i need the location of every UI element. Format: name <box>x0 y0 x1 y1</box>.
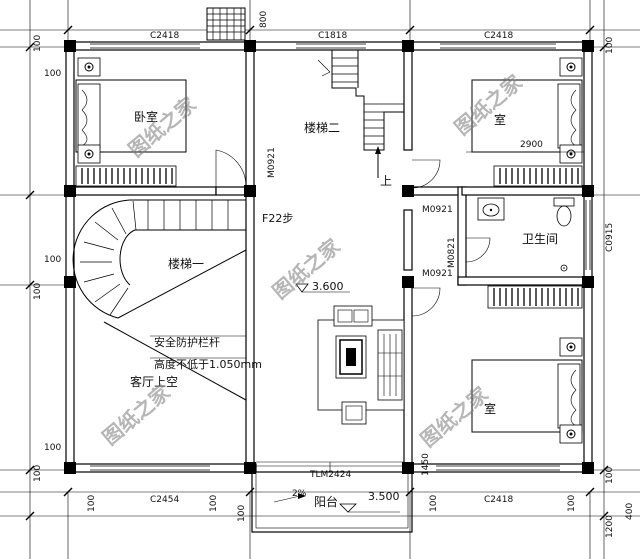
label-bedroom-ne: 室 <box>494 112 506 127</box>
bathroom-fixtures <box>477 197 575 272</box>
dim-bottom-100-a: 100 <box>87 495 97 512</box>
labels: 卧室 楼梯二 楼梯一 卫生间 客厅上空 阳台 室 室 上 安全防护栏杆 高度不低… <box>33 11 635 538</box>
balcony <box>251 461 413 533</box>
label-balcony: 阳台 <box>314 494 338 509</box>
straight-stair <box>317 50 404 178</box>
dim-left-100-low: 100 <box>44 443 61 453</box>
dim-balcony-1450: 1450 <box>421 453 431 476</box>
window-right-side: C0915 <box>605 223 615 252</box>
door-se-upper: M0921 <box>422 269 453 279</box>
bed-se <box>471 285 583 444</box>
window-bottom-left: C2454 <box>150 495 179 505</box>
bed-ne <box>466 57 584 187</box>
door-swings <box>215 149 491 317</box>
window-top-right: C2418 <box>484 31 513 41</box>
slope-marker <box>273 493 400 513</box>
dim-right-2900: 2900 <box>520 140 543 150</box>
note-slope: 2% <box>292 489 307 499</box>
level-floor: 3.600 <box>312 280 344 293</box>
dim-bottom-100-b: 100 <box>209 495 219 512</box>
dim-right-1200: 1200 <box>605 515 615 538</box>
label-stair-one: 楼梯一 <box>168 256 204 271</box>
walls <box>64 40 594 474</box>
dim-bottom-100-e: 100 <box>567 495 577 512</box>
dim-top-800: 800 <box>259 11 269 28</box>
watermark-4: 图纸之家 <box>98 379 175 449</box>
dim-right-100-top: 100 <box>605 37 615 54</box>
window-top-left: C2418 <box>150 31 179 41</box>
level-balcony: 3.500 <box>368 490 400 503</box>
level-marker <box>295 283 350 293</box>
dim-left-100-mid2: 100 <box>33 283 43 300</box>
window-balcony-door: TLM2424 <box>309 470 351 480</box>
dim-left-100-upper: 100 <box>44 69 61 79</box>
dim-right-400: 400 <box>625 503 635 520</box>
label-living-void: 客厅上空 <box>130 374 178 389</box>
label-stair-two: 楼梯二 <box>304 120 340 135</box>
dim-right-100-btm: 100 <box>605 467 615 484</box>
door-ne-lower: M0921 <box>422 205 453 215</box>
dim-bottom-100-c: 100 <box>237 505 247 522</box>
dim-left-100-mid: 100 <box>44 255 61 265</box>
sofa-set <box>317 305 405 425</box>
watermark-3: 图纸之家 <box>268 233 345 303</box>
note-steps: F22步 <box>262 212 293 225</box>
label-bedroom-nw: 卧室 <box>134 109 158 124</box>
dim-bottom-100-d: 100 <box>429 495 439 512</box>
bed-nw <box>75 57 187 187</box>
door-bathroom: M0821 <box>447 237 457 268</box>
window-top-mid: C1818 <box>318 31 347 41</box>
window-bottom-right: C2418 <box>484 495 513 505</box>
label-bedroom-se: 室 <box>484 401 496 416</box>
spiral-stair <box>72 199 247 401</box>
dim-left-100-top: 100 <box>33 35 43 52</box>
note-rail-1: 安全防护栏杆 <box>154 335 220 349</box>
label-up: 上 <box>380 174 392 188</box>
label-bathroom: 卫生间 <box>522 232 558 246</box>
note-rail-2: 高度不低于1.050mm <box>154 357 262 371</box>
door-bedroom-nw: M0921 <box>267 147 277 178</box>
dim-left-100-btm: 100 <box>33 465 43 482</box>
top-vent-hatch <box>206 7 246 41</box>
